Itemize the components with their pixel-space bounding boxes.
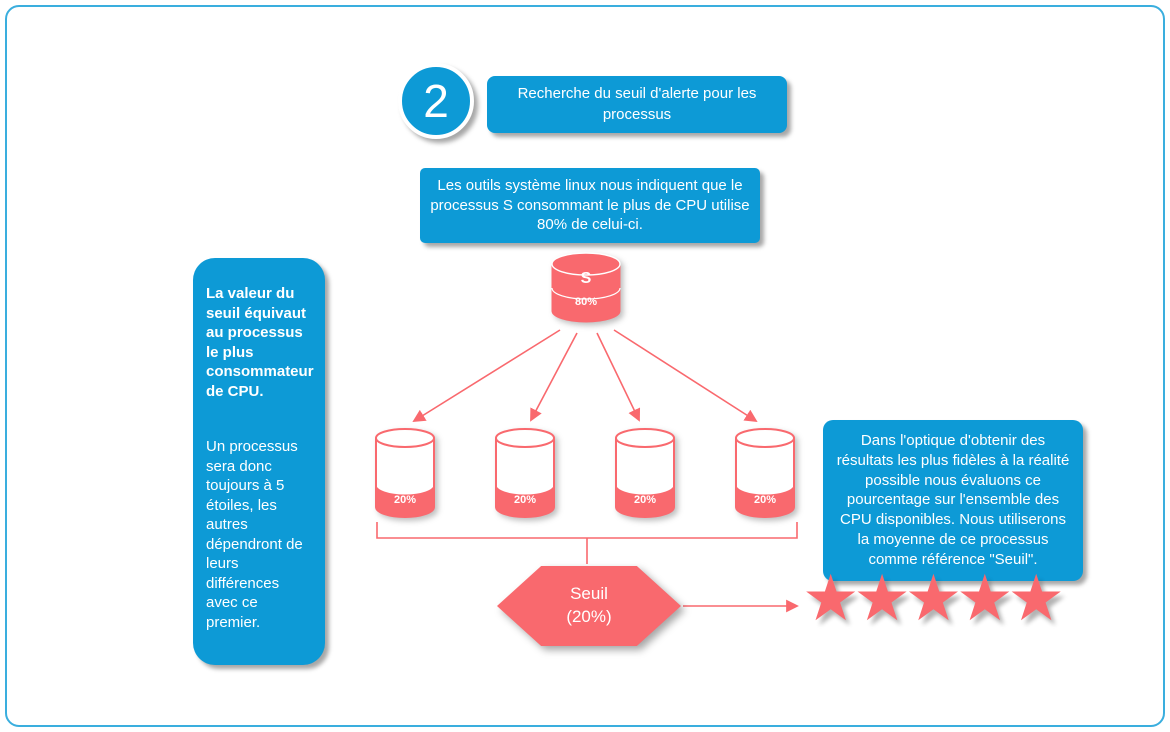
child-cpu-cylinder: 20% bbox=[375, 428, 435, 518]
cylinder-top bbox=[375, 428, 435, 448]
child-cpu-cylinder: 20% bbox=[615, 428, 675, 518]
star-icon: ★ bbox=[1007, 562, 1065, 634]
arrow-to-cylinder-4 bbox=[613, 329, 758, 423]
cylinder-top bbox=[615, 428, 675, 448]
main-process-cylinder: S 80% bbox=[551, 252, 621, 323]
left-note-normal-text: Un processus sera donc toujours à 5 étoi… bbox=[206, 438, 303, 631]
left-note-bold-text: La valeur du seuil équivaut au processus… bbox=[206, 285, 314, 400]
child-cylinder-value: 20% bbox=[634, 494, 656, 506]
right-note-text: Dans l'optique d'obtenir des résultats l… bbox=[836, 432, 1070, 568]
right-note-box: Dans l'optique d'obtenir des résultats l… bbox=[823, 420, 1083, 581]
title-box: Recherche du seuil d'alerte pour les pro… bbox=[487, 76, 787, 133]
star-rating: ★★★★★ bbox=[802, 566, 1065, 630]
arrow-to-cylinder-1 bbox=[412, 329, 561, 423]
cylinder-top bbox=[551, 252, 621, 276]
child-cylinder-value: 20% bbox=[394, 494, 416, 506]
title-text: Recherche du seuil d'alerte pour les pro… bbox=[517, 85, 757, 123]
star-icon: ★ bbox=[853, 562, 910, 634]
threshold-value: (20%) bbox=[566, 607, 612, 626]
bracket-line bbox=[376, 522, 798, 539]
star-icon: ★ bbox=[904, 562, 962, 634]
cylinder-fill-band bbox=[735, 484, 795, 518]
cylinder-top bbox=[495, 428, 555, 448]
fill-level-line bbox=[551, 287, 621, 300]
main-cylinder-value: 80% bbox=[575, 296, 597, 308]
star-icon: ★ bbox=[956, 562, 1013, 634]
threshold-label: Seuil bbox=[570, 584, 608, 604]
cylinder-fill-band bbox=[375, 484, 435, 518]
child-cpu-cylinder: 20% bbox=[495, 428, 555, 518]
child-cpu-cylinder: 20% bbox=[735, 428, 795, 518]
cylinder-top bbox=[735, 428, 795, 448]
cylinder-fill-band bbox=[495, 484, 555, 518]
main-cylinder-label: S bbox=[581, 270, 592, 287]
top-note-box: Les outils système linux nous indiquent … bbox=[420, 168, 760, 243]
cylinder-body bbox=[551, 264, 621, 323]
child-cylinder-value: 20% bbox=[514, 494, 536, 506]
top-note-text: Les outils système linux nous indiquent … bbox=[430, 177, 750, 233]
threshold-hexagon-wrap: Seuil (20%) bbox=[497, 566, 681, 646]
step-number: 2 bbox=[423, 75, 449, 127]
left-note-box: La valeur du seuil équivaut au processus… bbox=[193, 258, 325, 665]
star-icon: ★ bbox=[802, 562, 859, 634]
cylinder-fill-band bbox=[615, 484, 675, 518]
arrow-to-cylinder-2 bbox=[530, 332, 578, 422]
threshold-hexagon: Seuil (20%) bbox=[497, 566, 681, 646]
arrow-to-cylinder-3 bbox=[596, 332, 641, 422]
step-badge: 2 bbox=[398, 63, 474, 139]
child-cylinder-value: 20% bbox=[754, 494, 776, 506]
